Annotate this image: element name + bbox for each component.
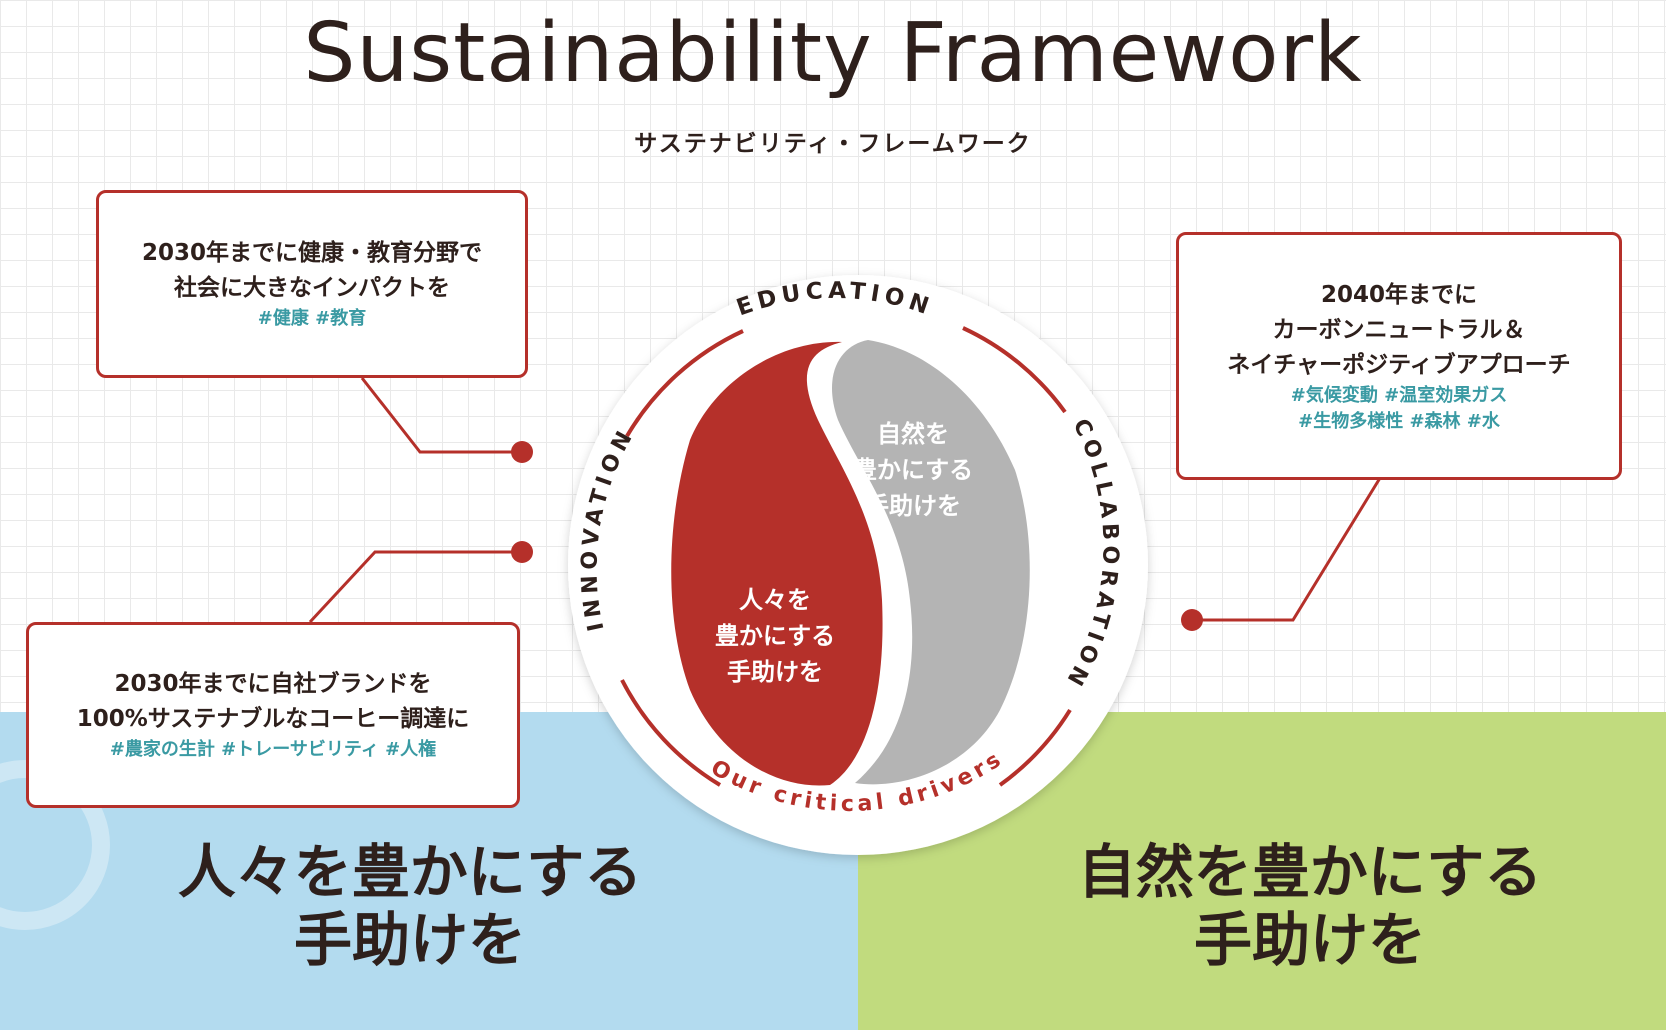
bean-right-line3: 手助けを bbox=[865, 492, 961, 520]
page-subtitle: サステナビリティ・フレームワーク bbox=[634, 131, 1032, 157]
ring-arc-bottom-left bbox=[620, 679, 722, 787]
callout-carbon-line1: 2040年までに bbox=[1320, 281, 1477, 308]
callout-sourcing-line1: 2030年までに自社ブランドを bbox=[114, 671, 432, 697]
bean-left-line1: 人々を bbox=[739, 586, 811, 614]
connector-bottom-left bbox=[308, 550, 522, 624]
bean-right-line1: 自然を bbox=[877, 420, 949, 448]
people-heading-line2: 手助けを bbox=[293, 906, 526, 974]
bean-right-line2: 豊かにする bbox=[853, 456, 973, 484]
bean-right-half bbox=[831, 340, 1030, 785]
callout-health-line2: 社会に大きなインパクトを bbox=[174, 275, 450, 301]
connector-top-left bbox=[360, 377, 522, 454]
bean-left-line2: 豊かにする bbox=[715, 622, 835, 650]
callout-carbon-tags2: #生物多様性 #森林 #水 bbox=[1298, 410, 1500, 432]
ring-arc-top-right bbox=[962, 326, 1067, 414]
callout-sourcing: 2030年までに自社ブランドを 100%サステナブルなコーヒー調達に #農家の生… bbox=[26, 622, 520, 808]
callout-carbon-tags1: #気候変動 #温室効果ガス bbox=[1290, 384, 1508, 406]
callout-carbon-nature: 2040年までに カーボンニュートラル＆ ネイチャーポジティブアプローチ #気候… bbox=[1176, 232, 1622, 480]
bean-left-half bbox=[671, 341, 883, 786]
callout-health-tags: #健康 #教育 bbox=[257, 308, 367, 329]
nature-heading-line1: 自然を豊かにする bbox=[1077, 838, 1543, 906]
connector-dot-right bbox=[1181, 609, 1203, 631]
nature-heading: 自然を豊かにする 手助けを bbox=[900, 838, 1666, 974]
callout-sourcing-line2: 100%サステナブルなコーヒー調達に bbox=[76, 706, 470, 732]
callout-health-education: 2030年までに健康・教育分野で 社会に大きなインパクトを #健康 #教育 bbox=[96, 190, 528, 378]
callout-carbon-line3: ネイチャーポジティブアプローチ bbox=[1227, 351, 1571, 378]
ring-arc-bottom-right bbox=[998, 708, 1072, 787]
connector-right bbox=[1192, 477, 1382, 622]
nature-heading-line2: 手助けを bbox=[1193, 906, 1426, 974]
people-heading-line1: 人々を豊かにする bbox=[177, 838, 643, 906]
ring-arc-top-left bbox=[625, 329, 744, 438]
callout-health-line1: 2030年までに健康・教育分野で bbox=[141, 240, 482, 266]
callout-sourcing-tags: #農家の生計 #トレーサビリティ #人権 bbox=[109, 739, 437, 760]
people-heading: 人々を豊かにする 手助けを bbox=[0, 838, 820, 974]
page-title: Sustainability Framework bbox=[303, 6, 1363, 101]
bean-left-line3: 手助けを bbox=[727, 658, 823, 686]
connector-dot-top-left bbox=[511, 441, 533, 463]
connector-dot-bottom-left bbox=[511, 541, 533, 563]
callout-carbon-line2: カーボンニュートラル＆ bbox=[1272, 316, 1526, 343]
